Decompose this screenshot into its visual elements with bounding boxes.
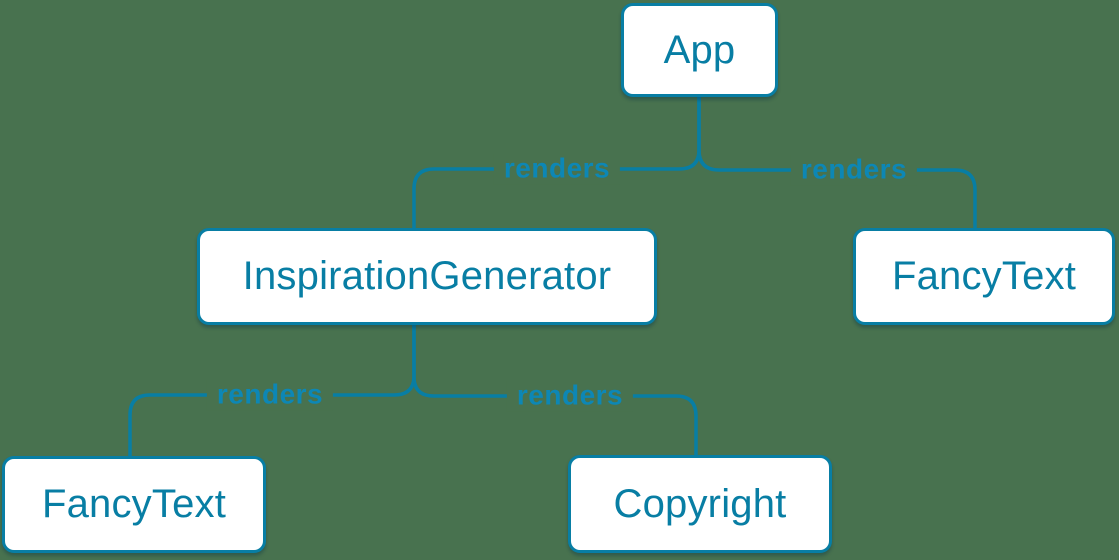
edge-label-renders: renders [506,380,634,412]
node-copyright: Copyright [568,455,832,553]
node-fancy-text-label: FancyText [41,482,227,526]
node-inspiration-generator-label: InspirationGenerator [242,254,612,298]
edge-label-renders: renders [493,153,621,185]
node-app-label: App [663,27,736,72]
node-app: App [621,3,778,97]
node-fancy-text: FancyText [853,228,1115,325]
edge-label-renders: renders [790,154,918,186]
node-copyright-label: Copyright [613,481,787,526]
node-fancy-text: FancyText [2,456,266,553]
node-fancy-text-label: FancyText [891,254,1077,298]
edge-label-renders: renders [206,379,334,411]
node-inspiration-generator: InspirationGenerator [197,228,657,325]
